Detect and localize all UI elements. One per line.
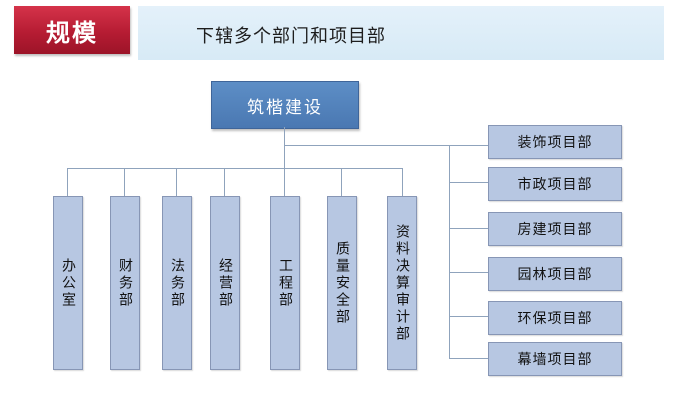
- page-title: 规模: [46, 18, 98, 47]
- connector-dept-bus: [67, 168, 403, 169]
- connector-project-2: [449, 228, 488, 229]
- connector-project-bus: [284, 145, 488, 146]
- project-node-landscape: 园林项目部: [488, 257, 622, 291]
- dept-node-business: 经营部: [210, 196, 240, 370]
- org-root-label: 筑楷建设: [247, 97, 323, 118]
- project-label: 园林项目部: [517, 267, 593, 283]
- project-label: 装饰项目部: [517, 135, 593, 151]
- subtitle-band: [138, 6, 664, 60]
- project-label: 幕墙项目部: [517, 352, 593, 368]
- connector-dept-4: [224, 168, 225, 196]
- project-label: 房建项目部: [517, 222, 593, 238]
- dept-node-engineering: 工程部: [270, 196, 300, 370]
- project-label: 市政项目部: [517, 177, 593, 193]
- dept-label: 经营部: [217, 257, 233, 309]
- dept-node-office: 办公室: [53, 196, 83, 370]
- project-node-environmental: 环保项目部: [488, 301, 622, 335]
- connector-project-trunk: [449, 145, 450, 359]
- dept-label: 质量安全部: [334, 240, 350, 326]
- dept-label: 财务部: [117, 257, 133, 309]
- connector-project-1: [449, 182, 488, 183]
- connector-project-3: [449, 272, 488, 273]
- org-root-node: 筑楷建设: [211, 81, 359, 129]
- connector-dept-2: [124, 168, 125, 196]
- dept-node-documents-audit: 资料决算审计部: [387, 196, 417, 370]
- page-subtitle: 下辖多个部门和项目部: [196, 26, 386, 47]
- connector-project-4: [449, 316, 488, 317]
- dept-node-finance: 财务部: [110, 196, 140, 370]
- dept-label: 办公室: [60, 257, 76, 309]
- dept-label: 资料决算审计部: [394, 223, 410, 343]
- dept-label: 法务部: [169, 257, 185, 309]
- connector-project-5: [449, 358, 488, 359]
- dept-node-legal: 法务部: [162, 196, 192, 370]
- dept-node-quality-safety: 质量安全部: [327, 196, 357, 370]
- dept-label: 工程部: [277, 257, 293, 309]
- connector-dept-7: [402, 168, 403, 196]
- connector-dept-3: [176, 168, 177, 196]
- project-node-municipal: 市政项目部: [488, 167, 622, 201]
- title-tag: 规模: [14, 6, 130, 54]
- project-node-curtain-wall: 幕墙项目部: [488, 342, 622, 376]
- project-label: 环保项目部: [517, 311, 593, 327]
- connector-dept-5: [284, 168, 285, 196]
- connector-root-down: [284, 127, 285, 169]
- connector-dept-1: [67, 168, 68, 196]
- connector-dept-6: [341, 168, 342, 196]
- project-node-decoration: 装饰项目部: [488, 125, 622, 159]
- project-node-housing: 房建项目部: [488, 212, 622, 246]
